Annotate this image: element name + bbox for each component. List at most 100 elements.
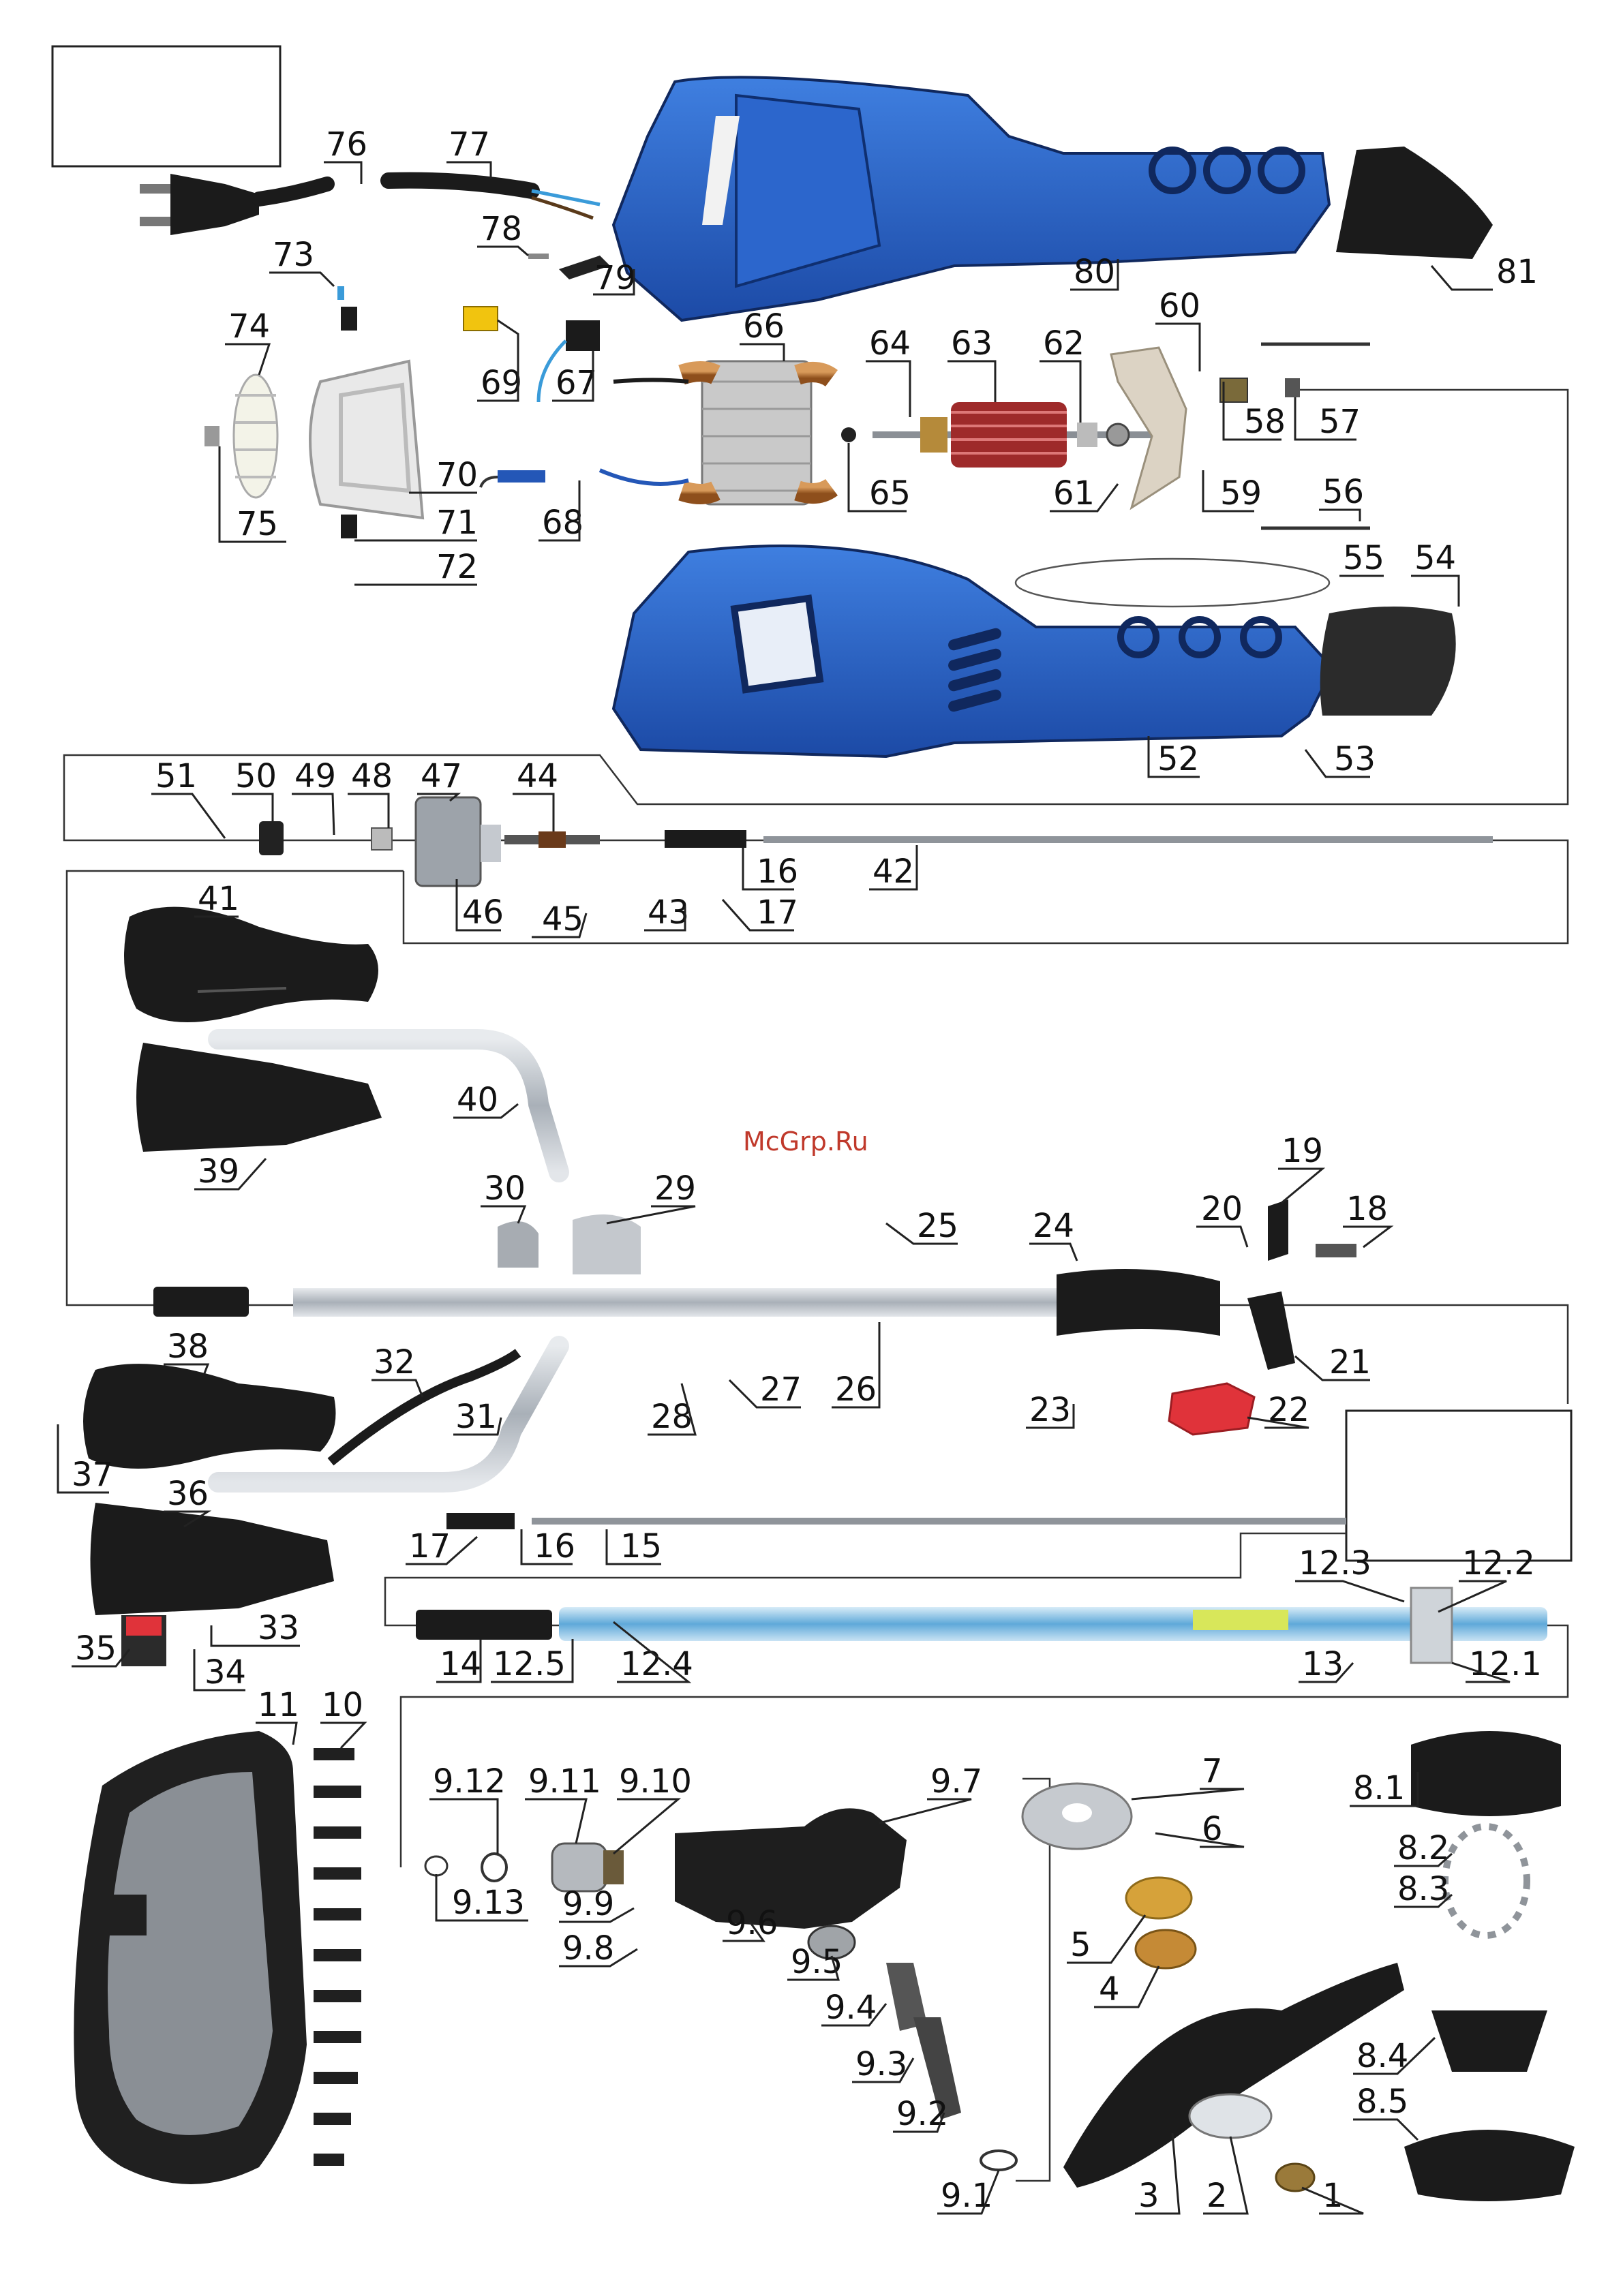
- red-knob-22: [1168, 1382, 1256, 1436]
- label-5: 5: [1070, 1926, 1091, 1964]
- label-61: 61: [1053, 474, 1095, 512]
- handle-bar-31: [208, 1336, 569, 1493]
- label-74: 74: [228, 307, 270, 346]
- label-79: 79: [594, 259, 636, 297]
- label-44: 44: [517, 757, 558, 795]
- nut-57: [1285, 378, 1300, 397]
- label-20: 20: [1201, 1190, 1243, 1228]
- label-54: 54: [1414, 539, 1456, 577]
- label-62: 62: [1043, 324, 1084, 363]
- label-37: 37: [72, 1456, 113, 1494]
- rear-cover-54: [1320, 607, 1456, 716]
- label-9-12: 9.12: [433, 1762, 506, 1801]
- label-50: 50: [235, 757, 277, 795]
- label-76: 76: [326, 125, 367, 164]
- label-45: 45: [542, 900, 583, 938]
- label-40: 40: [457, 1081, 498, 1119]
- rear-cover-black: [1336, 147, 1493, 259]
- brush-holder-cage: [309, 359, 425, 520]
- label-3: 3: [1138, 2177, 1159, 2215]
- label-31: 31: [455, 1398, 497, 1436]
- label-32: 32: [374, 1343, 415, 1381]
- housing-half-outer: [611, 545, 1335, 759]
- label-66: 66: [743, 307, 785, 346]
- handle-base-39: [136, 1043, 382, 1152]
- label-75: 75: [237, 505, 278, 543]
- label-9-3: 9.3: [855, 2045, 907, 2083]
- label-10: 10: [322, 1686, 363, 1724]
- label-9-9: 9.9: [562, 1885, 614, 1923]
- label-68: 68: [542, 504, 583, 542]
- label-8-3: 8.3: [1397, 1870, 1449, 1908]
- housing-half-inner: [611, 76, 1331, 322]
- interference-filter-68: [479, 470, 545, 488]
- label-12-1: 12.1: [1469, 1645, 1542, 1683]
- trigger-switch-35: [121, 1615, 166, 1666]
- field-coil-stator: [598, 360, 838, 506]
- label-34: 34: [204, 1653, 246, 1692]
- label-11: 11: [258, 1686, 299, 1724]
- label-59: 59: [1220, 474, 1262, 512]
- label-29: 29: [654, 1169, 696, 1208]
- trimmer-guard-11: [74, 1731, 307, 2184]
- label-49: 49: [294, 757, 336, 795]
- bearing-62: [1106, 423, 1130, 447]
- main-tube-26: [153, 1287, 1057, 1317]
- label-2: 2: [1207, 2177, 1228, 2215]
- label-12-2: 12.2: [1462, 1544, 1535, 1582]
- label-57: 57: [1319, 403, 1361, 441]
- label-51: 51: [155, 757, 197, 795]
- label-9-13: 9.13: [452, 1884, 525, 1922]
- frame-shaft-section: [65, 870, 1569, 1404]
- switch-cable-32: [327, 1349, 521, 1466]
- carbon-brushes: [337, 286, 357, 538]
- label-33: 33: [258, 1609, 299, 1647]
- label-9-7: 9.7: [930, 1762, 982, 1801]
- label-23: 23: [1029, 1391, 1071, 1429]
- label-8-4: 8.4: [1356, 2037, 1408, 2075]
- label-43: 43: [648, 893, 689, 932]
- label-16-lower: 16: [534, 1527, 575, 1565]
- label-63: 63: [951, 324, 992, 363]
- label-17-lower: 17: [409, 1527, 451, 1565]
- label-16-upper: 16: [757, 853, 798, 891]
- coupling-sleeve-16: [665, 830, 746, 848]
- label-56: 56: [1322, 473, 1364, 511]
- label-78: 78: [481, 210, 522, 248]
- label-73: 73: [273, 236, 314, 274]
- leader-lines: [57, 161, 1511, 2215]
- blank-box-top-left: [51, 45, 282, 168]
- label-8-2: 8.2: [1397, 1829, 1449, 1867]
- label-9-11: 9.11: [528, 1762, 601, 1801]
- label-18: 18: [1346, 1190, 1388, 1228]
- label-8-5: 8.5: [1356, 2083, 1408, 2121]
- label-9-1: 9.1: [941, 2177, 992, 2215]
- label-69: 69: [481, 364, 522, 402]
- guard-extension-10: [314, 1748, 361, 2166]
- cord-clamp: [528, 254, 610, 279]
- label-21: 21: [1329, 1343, 1371, 1381]
- clamp-halves-29-30: [498, 1214, 641, 1274]
- switch-handle-base-36: [90, 1503, 334, 1615]
- fan-impeller: [232, 373, 279, 499]
- coupling-sleeve-16b: [446, 1513, 515, 1529]
- label-7: 7: [1202, 1752, 1223, 1790]
- bearing-65: [841, 427, 856, 442]
- label-41: 41: [198, 880, 239, 918]
- label-48: 48: [351, 757, 393, 795]
- label-80: 80: [1074, 253, 1115, 291]
- label-46: 46: [462, 893, 504, 932]
- switch-module: [536, 320, 600, 403]
- label-9-2: 9.2: [896, 2095, 948, 2133]
- frame-lower-tube-section: [384, 1532, 1569, 1867]
- knurled-nut-50: [259, 821, 284, 855]
- label-15: 15: [620, 1527, 662, 1565]
- label-9-8: 9.8: [562, 1929, 614, 1968]
- label-52: 52: [1157, 740, 1199, 778]
- rear-handle-grip-41: [124, 906, 378, 1022]
- blank-box-right: [1345, 1409, 1573, 1562]
- label-42: 42: [873, 853, 914, 891]
- label-35: 35: [75, 1629, 117, 1668]
- label-53: 53: [1334, 740, 1376, 778]
- handle-clamp-24: [1057, 1269, 1220, 1336]
